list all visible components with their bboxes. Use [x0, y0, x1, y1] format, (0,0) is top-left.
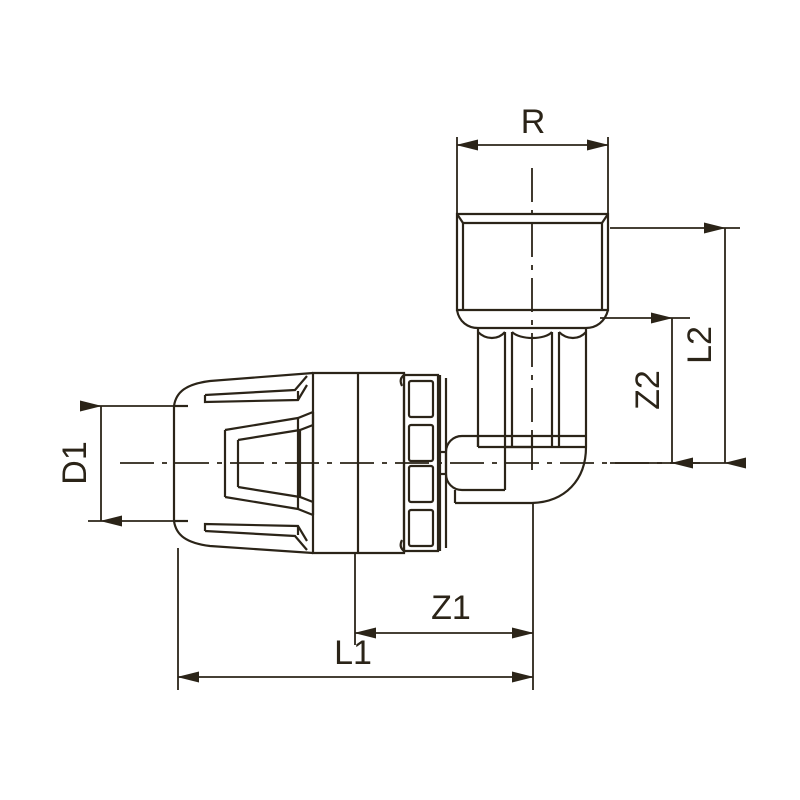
centre-axes — [120, 168, 700, 470]
dimension-Z2 — [600, 312, 693, 469]
dimension-L1 — [177, 503, 534, 690]
nut-shoulder-chamfer — [455, 309, 610, 330]
dimension-label-Z2: Z2 — [629, 370, 667, 410]
dimension-label-D1: D1 — [56, 441, 94, 484]
dimension-label-L2: L2 — [681, 326, 719, 364]
dimension-L2 — [610, 222, 746, 469]
compression-nut-slots — [203, 375, 308, 551]
dimension-Z1 — [354, 553, 534, 645]
dimension-D1 — [80, 400, 176, 527]
dimension-label-L1: L1 — [334, 634, 372, 672]
dimension-label-R: R — [521, 103, 546, 141]
dimension-R — [456, 137, 609, 216]
dimension-label-Z1: Z1 — [431, 589, 471, 627]
compression-nut-outer — [172, 371, 314, 555]
inner-grip-ring — [223, 410, 315, 517]
